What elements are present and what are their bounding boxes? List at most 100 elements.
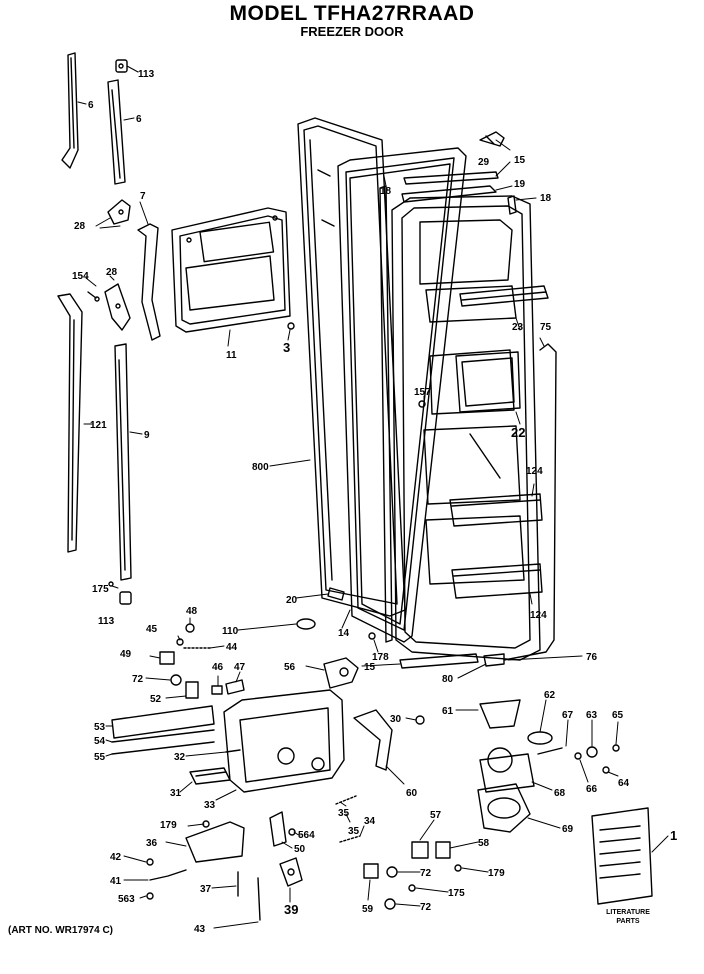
callout-57: 57 [430, 810, 442, 821]
part-75-wire [503, 343, 557, 661]
part-66-washer [574, 752, 582, 760]
part-42-screw [146, 858, 154, 866]
part-110-bushing [296, 618, 316, 630]
callout-11: 11 [226, 350, 237, 361]
callout-18: 18 [540, 193, 552, 204]
callout-18: 18 [380, 186, 392, 197]
callout-800: 800 [252, 462, 269, 473]
callout-31: 31 [170, 788, 182, 799]
callout-3: 3 [283, 340, 290, 355]
part-23-shelf-front [459, 285, 549, 307]
diagram-subtitle: FREEZER DOOR [300, 24, 404, 39]
callout-65: 65 [612, 710, 624, 721]
callout-72: 72 [132, 674, 144, 685]
part-11-dispenser-panel [171, 207, 291, 333]
part-1-literature-booklet [591, 807, 653, 905]
part-564-screw [288, 828, 296, 836]
callout-6: 6 [136, 114, 142, 125]
part-157-screw [418, 400, 426, 408]
callout-56: 56 [284, 662, 296, 673]
part-46-clip [211, 685, 223, 695]
part-20-hinge-pin [327, 587, 345, 601]
part-113-hinge-cap [115, 59, 128, 73]
callout-54: 54 [94, 736, 106, 747]
part-47-clip [225, 679, 245, 695]
callout-34: 34 [364, 816, 376, 827]
part-35-spring [335, 795, 357, 805]
part-57-clip [411, 841, 429, 859]
part-175-screw [108, 581, 114, 587]
callout-179: 179 [160, 820, 177, 831]
callout-33: 33 [204, 800, 216, 811]
part-67-spring [537, 747, 563, 755]
part-69-ice-crusher [477, 783, 531, 833]
leader-lines [77, 65, 669, 929]
callout-157: 157 [414, 387, 431, 398]
callout-49: 49 [120, 649, 132, 660]
part-55-strip [111, 741, 215, 755]
part-53-light-cover [111, 705, 215, 739]
callout-28: 28 [106, 267, 118, 278]
callout-564: 564 [298, 830, 315, 841]
callout-67: 67 [562, 710, 574, 721]
part-14-door-gasket [337, 147, 467, 643]
part-3-screw [287, 322, 295, 330]
callout-178: 178 [372, 652, 389, 663]
callout-19: 19 [514, 179, 526, 190]
part-6-trim-strip [61, 52, 79, 169]
callout-63: 63 [586, 710, 598, 721]
part-58-clip [435, 841, 451, 859]
part-154-screw [87, 291, 100, 302]
callout-58: 58 [478, 838, 490, 849]
part-33-dispenser-housing [223, 689, 345, 793]
callout-59: 59 [362, 904, 374, 915]
part-68-motor [479, 747, 535, 793]
callout-20: 20 [286, 595, 298, 606]
part-49-bracket [159, 651, 175, 665]
callout-7: 7 [140, 191, 146, 202]
callout-44: 44 [226, 642, 238, 653]
callout-72: 72 [420, 902, 432, 913]
callout-69: 69 [562, 824, 574, 835]
part-48-spring [185, 623, 195, 633]
callout-52: 52 [150, 694, 162, 705]
part-30-nut [415, 715, 425, 725]
part-9-hinge-strip [114, 343, 132, 581]
part-6-hinge-strip [107, 79, 126, 185]
callout-39: 39 [284, 902, 298, 917]
part-50-actuator [269, 811, 287, 847]
part-15-bottom-rail [399, 653, 479, 669]
part-124-shelf-lower [451, 563, 543, 599]
part-72-button-c [384, 898, 396, 910]
part-34-spring [339, 835, 361, 843]
part-178-screw [368, 632, 376, 640]
part-563-screw [146, 892, 154, 900]
part-7-handle-upper [137, 223, 161, 341]
part-28-bracket-lower [104, 283, 131, 331]
part-15-top-rail [403, 171, 499, 185]
part-113-hinge-cap-lower [119, 591, 132, 605]
callout-37: 37 [200, 884, 212, 895]
part-22-dispenser-frame [455, 351, 521, 413]
callout-48: 48 [186, 606, 198, 617]
part-175-screw-b [408, 884, 416, 892]
callout-64: 64 [618, 778, 630, 789]
callout-42: 42 [110, 852, 122, 863]
part-124-shelf-upper [449, 493, 543, 527]
callout-61: 61 [442, 706, 454, 717]
part-28-bracket-upper [107, 199, 131, 225]
callout-55: 55 [94, 752, 106, 763]
callout-15: 15 [364, 662, 376, 673]
part-31-drip-tray [189, 767, 231, 785]
callout-75: 75 [540, 322, 552, 333]
callout-60: 60 [406, 788, 418, 799]
callout-124: 124 [526, 466, 543, 477]
part-62-disc [527, 731, 553, 745]
callout-76: 76 [586, 652, 598, 663]
callout-154: 154 [72, 271, 89, 282]
part-39-knob [279, 857, 303, 887]
callout-43: 43 [194, 924, 206, 935]
part-179-screw-b [454, 864, 462, 872]
callout-563: 563 [118, 894, 135, 905]
part-32-shelf [225, 749, 241, 753]
